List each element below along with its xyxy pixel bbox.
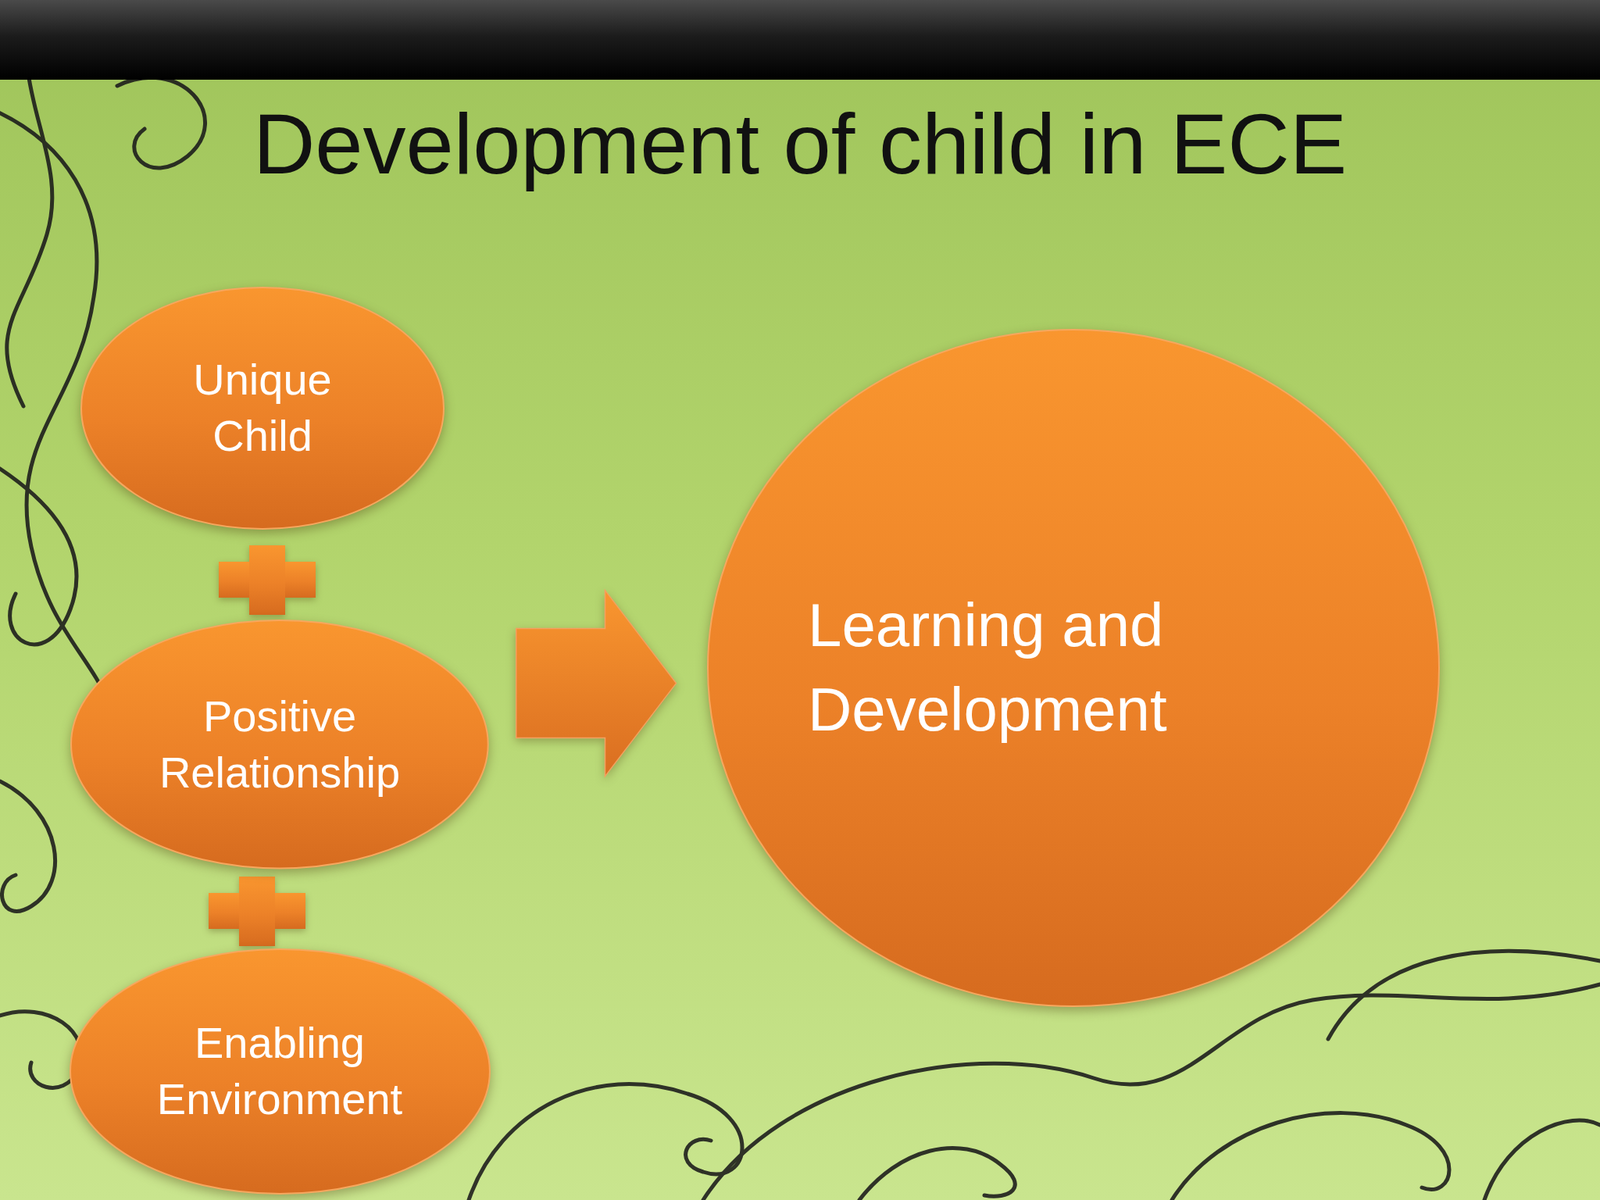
node-label: Unique Child	[160, 351, 365, 464]
input-oval: Unique Child	[79, 285, 446, 531]
node-label: Positive Relationship	[135, 688, 425, 800]
input-oval: Enabling Environment	[68, 947, 492, 1196]
oval-shape	[68, 947, 492, 1196]
node-label: Learning and Development	[807, 583, 1215, 752]
plus-sign	[208, 876, 306, 947]
oval-fill	[70, 949, 490, 1194]
oval-shape	[69, 618, 490, 870]
oval-shape	[79, 285, 446, 531]
top-bar	[0, 0, 1600, 80]
oval-fill	[71, 620, 489, 868]
oval-fill	[707, 329, 1440, 1007]
oval-fill	[81, 287, 444, 529]
outcome-circle: Learning and Development	[706, 328, 1441, 1008]
node-label: Enabling Environment	[135, 1014, 425, 1127]
input-oval: Positive Relationship	[69, 618, 490, 870]
plus-sign	[218, 545, 316, 615]
slide-title: Development of child in ECE	[0, 92, 1600, 196]
oval-shape	[706, 328, 1441, 1008]
block-arrow	[516, 590, 677, 777]
